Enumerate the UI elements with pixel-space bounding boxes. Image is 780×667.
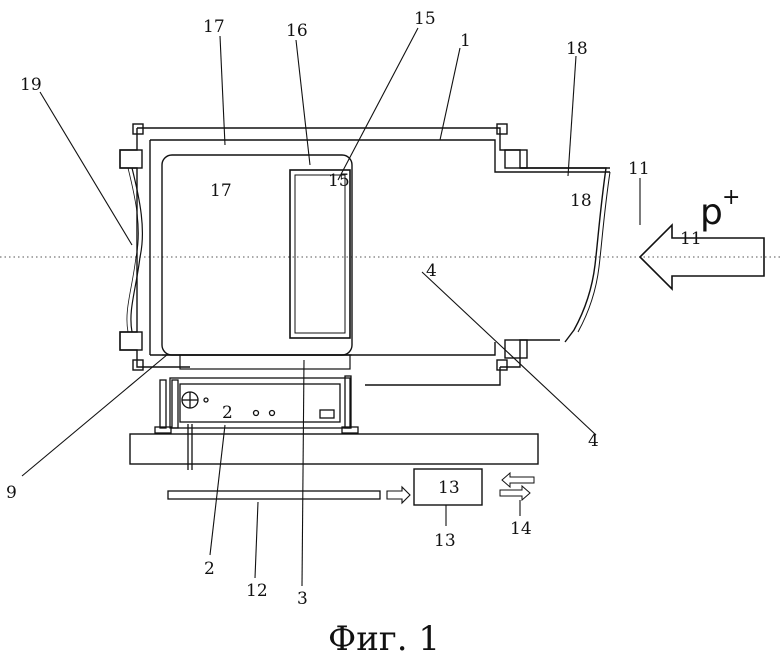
- beam-superscript: +: [722, 185, 740, 210]
- label-1: 1: [460, 31, 471, 51]
- label-19: 19: [20, 75, 42, 95]
- label-12: 12: [246, 581, 268, 601]
- sample: [295, 175, 345, 333]
- label-13: 13: [434, 531, 456, 551]
- label-11: 11: [628, 159, 650, 179]
- label-18: 18: [566, 39, 588, 59]
- label-2: 2: [204, 559, 215, 579]
- label-16: 16: [286, 21, 308, 41]
- label-9: 9: [6, 483, 17, 503]
- label-13-inner: 13: [438, 478, 460, 498]
- sample-frame: [290, 170, 350, 338]
- label-17-inner: 17: [210, 181, 232, 201]
- housing: [120, 124, 610, 385]
- label-15: 15: [414, 9, 436, 29]
- beam-tube: [520, 168, 606, 342]
- base-plate: [180, 355, 350, 369]
- label-2-inner: 2: [222, 403, 233, 423]
- signal-arrow: [387, 487, 410, 503]
- label-18-inner: 18: [570, 191, 592, 211]
- label-11-inner: 11: [680, 229, 702, 249]
- label-4: 4: [588, 431, 599, 451]
- label-17: 17: [203, 17, 225, 37]
- table-stand: [130, 434, 538, 464]
- label-14: 14: [510, 519, 532, 539]
- chamber: [162, 155, 352, 355]
- figure-caption: Фиг. 1: [328, 619, 440, 659]
- signal-line: [168, 491, 380, 499]
- beam-label: p: [700, 192, 723, 233]
- label-3: 3: [297, 589, 308, 609]
- detector-housing: [155, 376, 358, 433]
- leader-lines: [22, 28, 640, 586]
- label-15-inner: 15: [328, 171, 350, 191]
- io-arrows: [502, 473, 534, 487]
- label-4-inner: 4: [426, 261, 437, 281]
